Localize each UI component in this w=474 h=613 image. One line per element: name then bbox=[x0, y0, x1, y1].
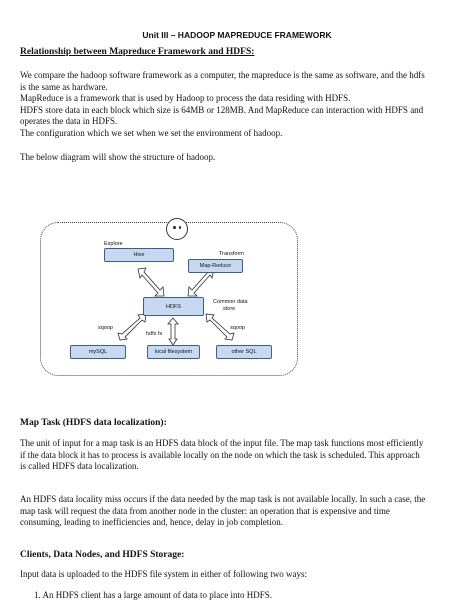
user-face-icon bbox=[166, 218, 188, 240]
hdfs-fs-label: hdfs fs bbox=[146, 331, 163, 337]
section-heading-clients: Clients, Data Nodes, and HDFS Storage: bbox=[20, 550, 185, 560]
localfs-hdfs-arrow bbox=[167, 317, 179, 346]
hive-box: Hive bbox=[104, 248, 174, 262]
transform-label: Transform bbox=[219, 251, 244, 257]
mysql-box: mySQL bbox=[70, 345, 126, 359]
relationship-paragraph: We compare the hadoop software framework… bbox=[20, 70, 452, 139]
diagram-intro: The below diagram will show the structur… bbox=[20, 152, 216, 162]
other-sql-box: other SQL bbox=[216, 345, 272, 359]
text-line: MapReduce is a framework that is used by… bbox=[20, 93, 351, 103]
section-heading-map-task: Map Task (HDFS data localization): bbox=[20, 418, 167, 428]
map-task-paragraph-1: The unit of input for a map task is an H… bbox=[20, 438, 452, 473]
sqoop-left-label: sqoop bbox=[98, 325, 113, 331]
mapreduce-box: Map-Reduce bbox=[188, 259, 243, 273]
text-line: consuming, leading to inefficiencies and… bbox=[20, 517, 284, 527]
othersql-hdfs-arrow bbox=[205, 313, 235, 341]
text-line: We compare the hadoop software framework… bbox=[20, 70, 425, 80]
text-line: if the data block it has to process is a… bbox=[20, 449, 420, 460]
hive-hdfs-arrow bbox=[137, 267, 165, 297]
text-line: The unit of input for a map task is an H… bbox=[20, 438, 424, 448]
text-line: operates the data in HDFS. bbox=[20, 116, 118, 126]
sqoop-right-label: sqoop bbox=[230, 325, 245, 331]
clients-intro: Input data is uploaded to the HDFS file … bbox=[20, 569, 307, 579]
mysql-hdfs-arrow bbox=[117, 313, 147, 341]
local-filesystem-box: local filesystem bbox=[147, 345, 200, 359]
text-line: HDFS store data in each block which size… bbox=[20, 104, 424, 115]
text-line: The configuration which we set when we s… bbox=[20, 127, 283, 138]
hdfs-box: HDFS bbox=[143, 297, 204, 316]
common-store-label-2: store bbox=[223, 306, 236, 312]
text-line: is the same as hardware. bbox=[20, 81, 108, 92]
text-line: is called HDFS data localization. bbox=[20, 461, 139, 471]
list-item: 1. An HDFS client has a large amount of … bbox=[34, 590, 273, 600]
text-line: map task will request the data from anot… bbox=[20, 505, 390, 516]
text-line: An HDFS data locality miss occurs if the… bbox=[20, 494, 426, 504]
page-title: Unit III – HADOOP MAPREDUCE FRAMEWORK bbox=[142, 30, 332, 40]
section-heading-relationship: Relationship between Mapreduce Framework… bbox=[20, 47, 255, 57]
map-task-paragraph-2: An HDFS data locality miss occurs if the… bbox=[20, 494, 452, 529]
common-store-label-1: Common data bbox=[213, 299, 248, 305]
explore-label: Explore bbox=[104, 241, 123, 247]
